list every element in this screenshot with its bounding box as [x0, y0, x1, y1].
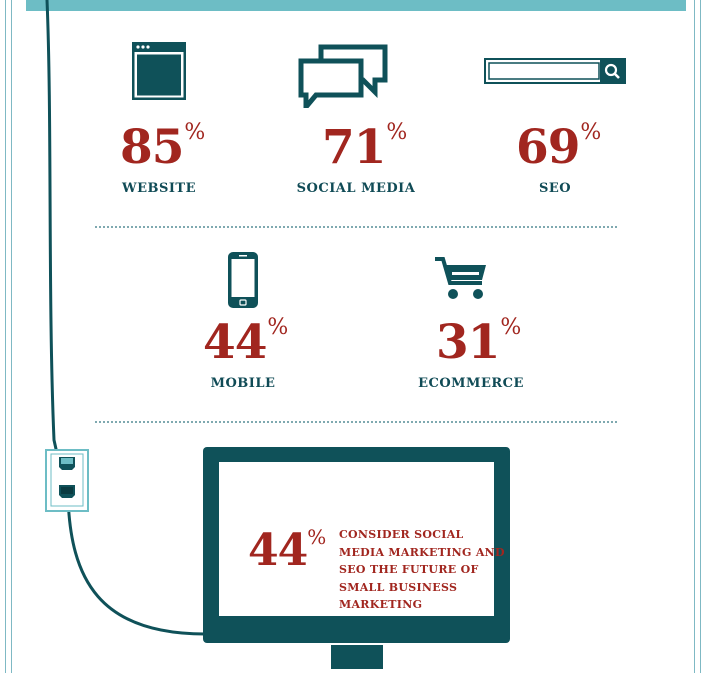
wall-outlet-icon: [45, 449, 89, 512]
monitor-message: CONSIDER SOCIAL MEDIA MARKETING AND SEO …: [339, 528, 505, 611]
stat-mobile-value: 44%: [203, 315, 288, 370]
stat-seo-label: SEO: [538, 181, 572, 196]
left-border-inner: [11, 0, 12, 673]
search-bar-icon: [484, 58, 626, 84]
monitor-stand: [331, 645, 383, 669]
stat-website-label: WEBSITE: [121, 181, 197, 196]
monitor-display: 44% CONSIDER SOCIAL MEDIA MARKETING AND …: [203, 447, 510, 643]
browser-window-icon: [132, 42, 186, 100]
stat-mobile-label: MOBILE: [210, 376, 276, 391]
stat-seo-value: 69%: [516, 120, 601, 175]
left-border-outer: [5, 0, 6, 673]
stat-social-media-label: SOCIAL MEDIA: [296, 181, 416, 196]
stat-social-media-value: 71%: [322, 120, 407, 175]
section-divider: [95, 226, 617, 228]
speech-bubbles-icon: [298, 44, 388, 108]
shopping-cart-icon: [435, 257, 486, 299]
stat-ecommerce-label: ECOMMERCE: [418, 376, 524, 391]
section-divider-2: [95, 421, 617, 423]
right-border-outer: [700, 0, 701, 673]
monitor-screen: 44% CONSIDER SOCIAL MEDIA MARKETING AND …: [219, 462, 505, 616]
monitor-stat-value: 44%: [248, 525, 326, 576]
stat-website-value: 85%: [120, 120, 205, 175]
right-border-inner: [694, 0, 695, 673]
top-banner-strip: [26, 0, 686, 11]
stat-ecommerce-value: 31%: [436, 315, 521, 370]
smartphone-icon: [228, 252, 258, 308]
